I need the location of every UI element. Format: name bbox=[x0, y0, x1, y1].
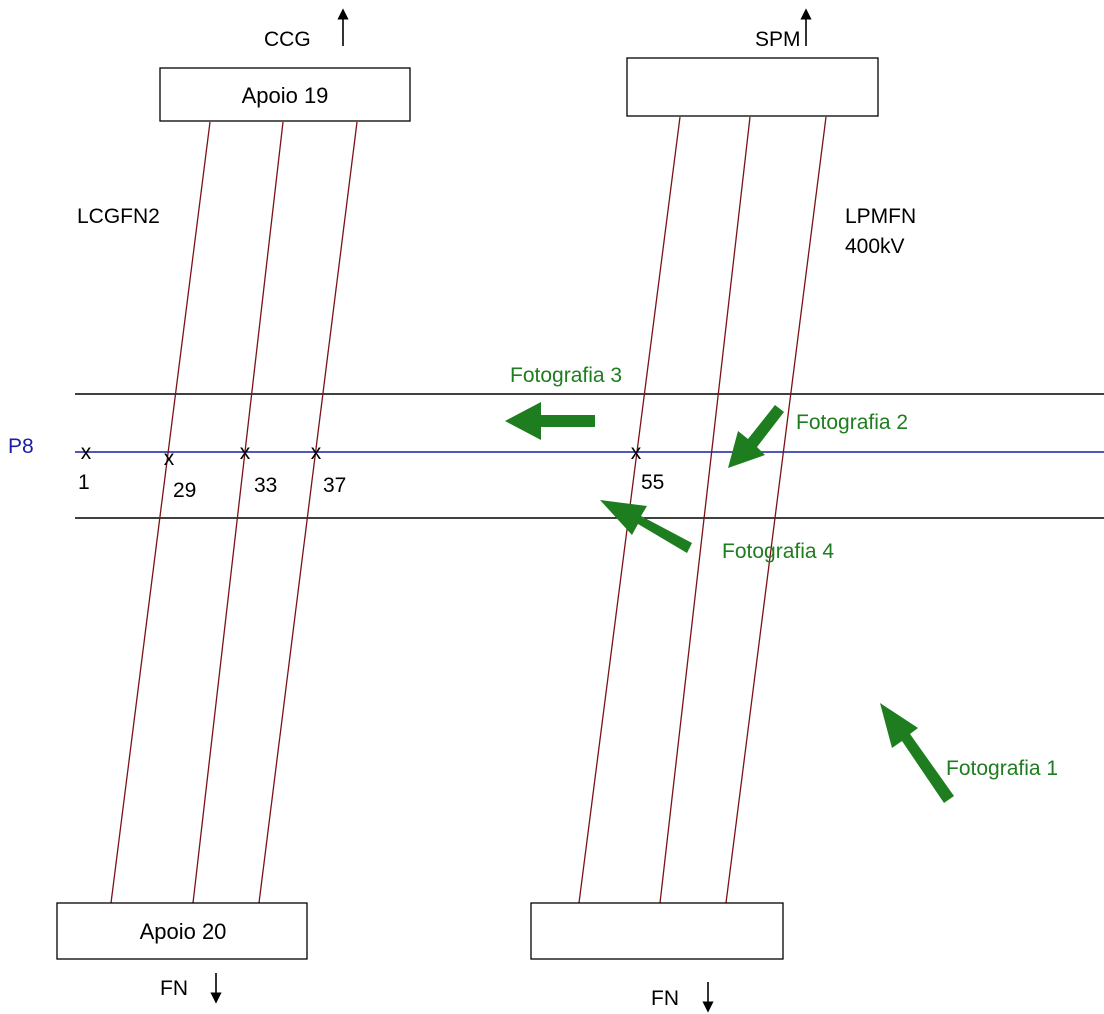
right-conductor-3 bbox=[725, 116, 827, 904]
right-bottom-destination: FN bbox=[651, 987, 679, 1010]
point-number: 55 bbox=[641, 471, 664, 494]
photo-4-label: Fotografia 4 bbox=[722, 540, 834, 563]
photo-2-label: Fotografia 2 bbox=[796, 411, 908, 434]
photo-1-arrow-icon bbox=[880, 703, 954, 803]
right-line-voltage: 400kV bbox=[845, 235, 905, 258]
crossing-marker-icon: x bbox=[311, 441, 322, 464]
crossing-marker-icon: x bbox=[240, 441, 251, 464]
point-number: 37 bbox=[323, 474, 346, 497]
right-line-name: LPMFN bbox=[845, 205, 916, 228]
point-number: 33 bbox=[254, 474, 277, 497]
photo-4-arrow-icon bbox=[600, 500, 692, 553]
photo-1-label: Fotografia 1 bbox=[946, 757, 1058, 780]
right-bottom-support-box bbox=[530, 902, 784, 960]
crossing-marker-icon: x bbox=[81, 441, 92, 464]
left-conductor-1 bbox=[110, 121, 211, 904]
photo-2-arrow-icon bbox=[728, 405, 784, 468]
left-conductor-3 bbox=[258, 121, 358, 904]
left-line-name: LCGFN2 bbox=[77, 205, 160, 228]
profile-label: P8 bbox=[8, 435, 34, 458]
right-conductor-2 bbox=[659, 116, 751, 904]
photo-3-arrow-icon bbox=[505, 402, 595, 440]
crossing-marker-icon: x bbox=[164, 447, 175, 470]
right-top-support-box bbox=[626, 57, 879, 117]
photo-3-label: Fotografia 3 bbox=[510, 364, 622, 387]
left-bottom-destination: FN bbox=[160, 977, 188, 1000]
point-number: 1 bbox=[78, 471, 90, 494]
apoio-19-label: Apoio 19 bbox=[242, 83, 329, 108]
left-conductor-2 bbox=[192, 121, 284, 904]
point-number: 29 bbox=[173, 479, 196, 502]
apoio-20-box bbox=[56, 902, 308, 960]
apoio-19-box bbox=[159, 67, 411, 122]
crossing-marker-icon: x bbox=[631, 441, 642, 464]
left-top-destination: CCG bbox=[264, 28, 311, 51]
apoio-20-label: Apoio 20 bbox=[140, 919, 227, 944]
right-top-destination: SPM bbox=[755, 28, 801, 51]
